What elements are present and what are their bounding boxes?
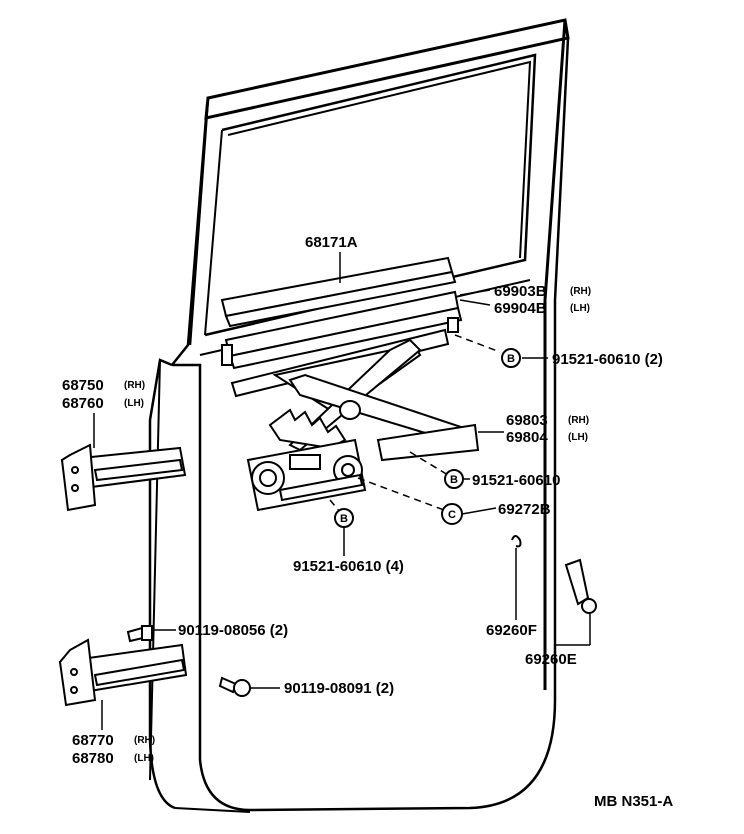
label-bolt-bottom: 91521-60610 (4) bbox=[293, 558, 404, 575]
svg-text:B: B bbox=[450, 474, 458, 486]
label-rod: 69260F bbox=[486, 622, 537, 639]
label-clip: 69272B bbox=[498, 501, 551, 518]
label-run-lh-tag: (LH) bbox=[570, 303, 590, 314]
label-arm-rh: 69803 bbox=[506, 412, 548, 429]
glass-run-channel bbox=[220, 256, 463, 370]
callout-b-top: B bbox=[501, 348, 521, 368]
label-run-rh: 69903B bbox=[494, 283, 547, 300]
diagram-code: MB N351-A bbox=[594, 793, 673, 810]
label-hinge-upper-lh-tag: (LH) bbox=[124, 398, 144, 409]
label-screw-lower: 90119-08091 (2) bbox=[284, 680, 394, 697]
label-arm-lh: 69804 bbox=[506, 429, 548, 446]
label-hinge-lower-lh: 68780 bbox=[72, 750, 114, 767]
leader-lines bbox=[93, 252, 591, 730]
callout-b-bottom: B bbox=[334, 508, 354, 528]
upper-hinge bbox=[60, 443, 187, 512]
label-hinge-upper-rh: 68750 bbox=[62, 377, 104, 394]
label-hinge-lower-lh-tag: (LH) bbox=[134, 753, 154, 764]
label-hinge-lower-rh-tag: (RH) bbox=[134, 735, 155, 746]
label-run-rh-tag: (RH) bbox=[570, 286, 591, 297]
window-regulator bbox=[230, 328, 480, 512]
inside-handle bbox=[564, 558, 597, 614]
screw-lower bbox=[218, 676, 251, 697]
label-hinge-lower-rh: 68770 bbox=[72, 732, 114, 749]
label-arm-rh-tag: (RH) bbox=[568, 415, 589, 426]
label-bolt-mid: 91521-60610 bbox=[472, 472, 560, 489]
svg-text:B: B bbox=[340, 513, 348, 525]
label-channel: 68171A bbox=[305, 234, 358, 251]
label-hinge-upper-lh: 68760 bbox=[62, 395, 104, 412]
label-arm-lh-tag: (LH) bbox=[568, 432, 588, 443]
label-screw-upper: 90119-08056 (2) bbox=[178, 622, 288, 639]
svg-text:B: B bbox=[507, 353, 515, 365]
label-handle: 69260E bbox=[525, 651, 577, 668]
label-hinge-upper-rh-tag: (RH) bbox=[124, 380, 145, 391]
callout-b-mid: B bbox=[444, 469, 464, 489]
svg-text:C: C bbox=[448, 509, 456, 521]
lock-rod bbox=[511, 535, 522, 620]
label-bolt-top: 91521-60610 (2) bbox=[552, 351, 663, 368]
callout-c: C bbox=[441, 503, 463, 525]
lower-hinge bbox=[58, 638, 188, 707]
label-run-lh: 69904B bbox=[494, 300, 547, 317]
screw-upper bbox=[126, 625, 153, 643]
